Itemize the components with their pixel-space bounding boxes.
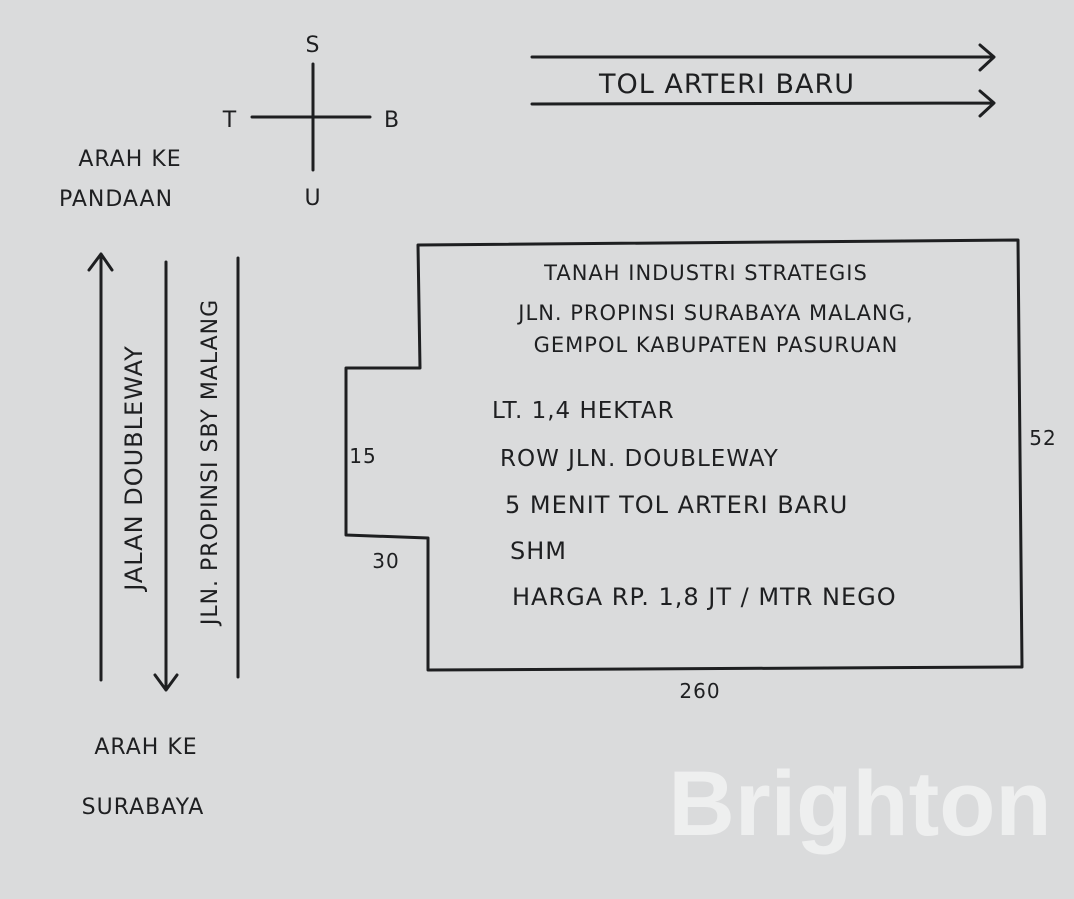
toll-arrow-top xyxy=(530,43,996,72)
compass-label-top: S xyxy=(306,33,321,58)
direction-pandaan-line1: ARAH KE xyxy=(78,147,181,172)
dimension-right-side: 52 xyxy=(1029,426,1056,450)
provincial-road-label: JLN. PROPINSI SBY MALANG xyxy=(198,299,223,627)
plot-detail-area: LT. 1,4 HEKTAR xyxy=(492,398,675,424)
plot-title-line: GEMPOL KABUPATEN PASURUAN xyxy=(534,333,899,357)
toll-road: TOL ARTERI BARU xyxy=(530,43,996,118)
doubleway-label: JALAN DOUBLEWAY xyxy=(120,345,148,593)
land-plot: TANAH INDUSTRI STRATEGIS JLN. PROPINSI S… xyxy=(344,238,1056,703)
plot-detail-toll: 5 MENIT TOL ARTERI BARU xyxy=(505,491,848,519)
direction-surabaya-line2: SURABAYA xyxy=(82,795,205,820)
plot-title-line: TANAH INDUSTRI STRATEGIS xyxy=(543,261,868,285)
toll-road-label: TOL ARTERI BARU xyxy=(598,69,855,100)
direction-surabaya-line1: ARAH KE xyxy=(94,735,197,760)
plot-detail-row: ROW JLN. DOUBLEWAY xyxy=(500,446,779,472)
dimension-bottom-side: 260 xyxy=(679,679,720,703)
dimension-notch-width: 30 xyxy=(372,549,399,573)
dimension-notch-height: 15 xyxy=(349,444,376,468)
doubleway-arrow-up xyxy=(87,252,114,682)
watermark: Brighton xyxy=(668,753,1051,855)
toll-arrow-bottom xyxy=(530,89,996,118)
plot-outline xyxy=(344,238,1024,672)
plot-detail-certificate: SHM xyxy=(510,537,567,565)
compass: S T B U xyxy=(222,33,400,211)
compass-label-right: B xyxy=(384,108,400,133)
direction-pandaan-line2: PANDAAN xyxy=(59,187,173,212)
compass-label-left: T xyxy=(222,108,237,133)
plot-detail-price: HARGA RP. 1,8 JT / MTR NEGO xyxy=(512,583,897,611)
compass-label-bottom: U xyxy=(304,186,321,211)
provincial-arrow-down xyxy=(153,260,179,692)
roads: JALAN DOUBLEWAY JLN. PROPINSI SBY MALANG xyxy=(87,252,240,692)
plot-title-line: JLN. PROPINSI SURABAYA MALANG, xyxy=(516,301,913,325)
